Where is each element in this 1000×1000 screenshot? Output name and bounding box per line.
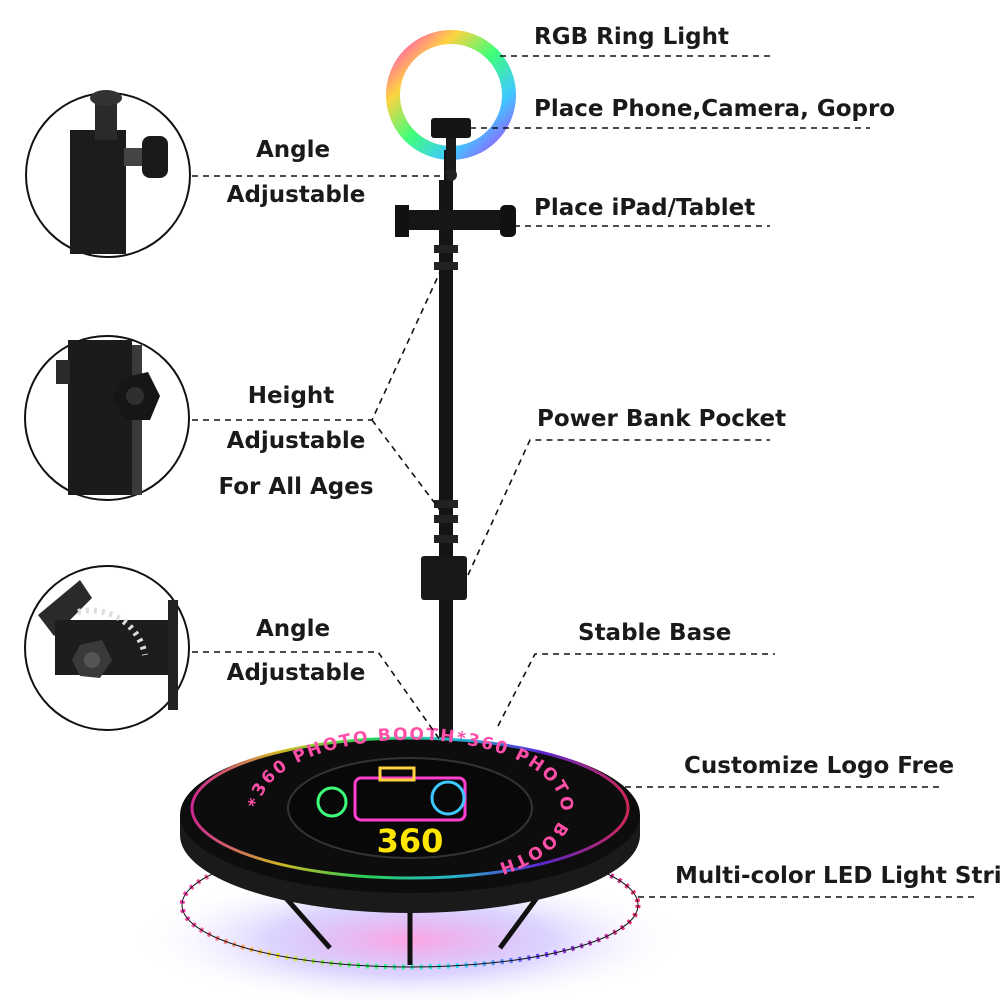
leader-lines	[192, 55, 975, 898]
leader-angle-bottom	[192, 651, 441, 741]
camera-logo-icon	[316, 766, 467, 822]
label-led-strip: Multi-color LED Light Strip	[675, 863, 1000, 889]
platform-center-number: 360	[377, 822, 444, 860]
tablet-holder	[395, 205, 516, 237]
rotating-platform: *360 PHOTO BOOTH*360 PHOTO BOOTH 360	[180, 725, 640, 913]
detail-circle-middle	[24, 335, 190, 501]
label-angle-top-2: Adjustable	[226, 182, 366, 208]
label-power-bank: Power Bank Pocket	[537, 406, 787, 432]
label-tablet-holder: Place iPad/Tablet	[534, 195, 756, 221]
leader-height-lower	[371, 419, 441, 511]
label-angle-top-1: Angle	[255, 137, 331, 163]
leader-base	[497, 653, 775, 727]
detail-circle-top	[25, 90, 191, 258]
power-bank-pocket	[421, 556, 467, 600]
label-ring-light: RGB Ring Light	[534, 24, 729, 50]
label-height-2: Adjustable	[226, 428, 366, 454]
detail-circle-bottom	[24, 565, 190, 731]
phone-holder	[431, 118, 471, 181]
label-angle-bottom-1: Angle	[255, 616, 331, 642]
label-stable-base: Stable Base	[578, 620, 732, 646]
booth-pole	[434, 150, 458, 770]
label-logo: Customize Logo Free	[684, 753, 955, 779]
label-phone-holder: Place Phone,Camera, Gopro	[534, 96, 896, 122]
label-height-3: For All Ages	[218, 474, 374, 500]
label-height-1: Height	[247, 383, 335, 409]
leader-power	[467, 439, 770, 576]
label-angle-bottom-2: Adjustable	[226, 660, 366, 686]
